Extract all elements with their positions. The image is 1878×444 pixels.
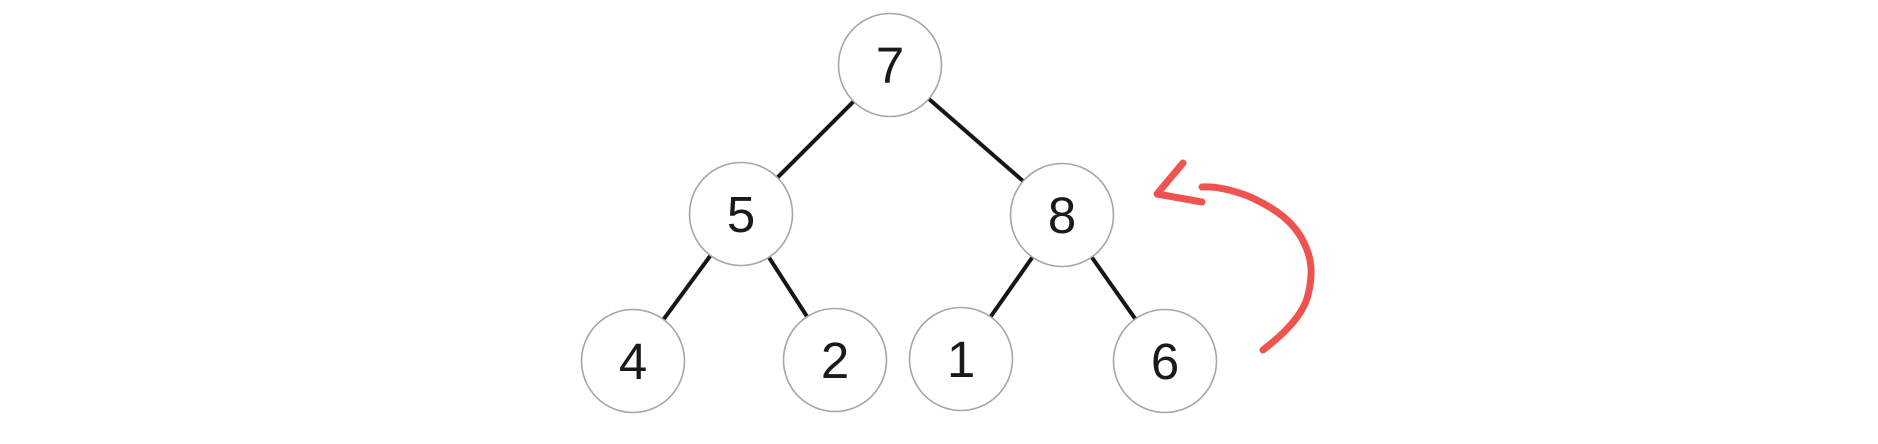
tree-node-circle-1: [908, 306, 1014, 412]
tree-node-label-2: 2: [821, 332, 849, 389]
tree-node-circle-6: [1112, 308, 1218, 414]
tree-node-circle-2: [782, 307, 888, 413]
tree-node-4: 4: [580, 308, 686, 414]
tree-node-7: 7: [837, 12, 943, 118]
tree-nodes-layer: 7 5 8 4 2 1 6: [580, 12, 1218, 414]
red-arrow-head-icon: [1153, 159, 1206, 206]
tree-node-label-1: 1: [947, 331, 975, 388]
tree-node-label-5: 5: [727, 186, 755, 243]
tree-node-circle-7: [837, 12, 943, 118]
tree-node-6: 6: [1112, 308, 1218, 414]
tree-node-label-7: 7: [876, 37, 904, 94]
tree-node-label-8: 8: [1048, 187, 1076, 244]
tree-node-label-4: 4: [619, 333, 647, 390]
tree-node-circle-4: [580, 308, 686, 414]
tree-node-1: 1: [908, 306, 1014, 412]
tree-node-circle-5: [688, 161, 794, 267]
red-arrow-curve: [1198, 183, 1315, 354]
tree-node-5: 5: [688, 161, 794, 267]
tree-node-circle-8: [1009, 162, 1115, 268]
tree-node-2: 2: [782, 307, 888, 413]
annotation-arrow-layer: [1153, 159, 1315, 354]
tree-node-label-6: 6: [1151, 333, 1179, 390]
tree-node-8: 8: [1009, 162, 1115, 268]
